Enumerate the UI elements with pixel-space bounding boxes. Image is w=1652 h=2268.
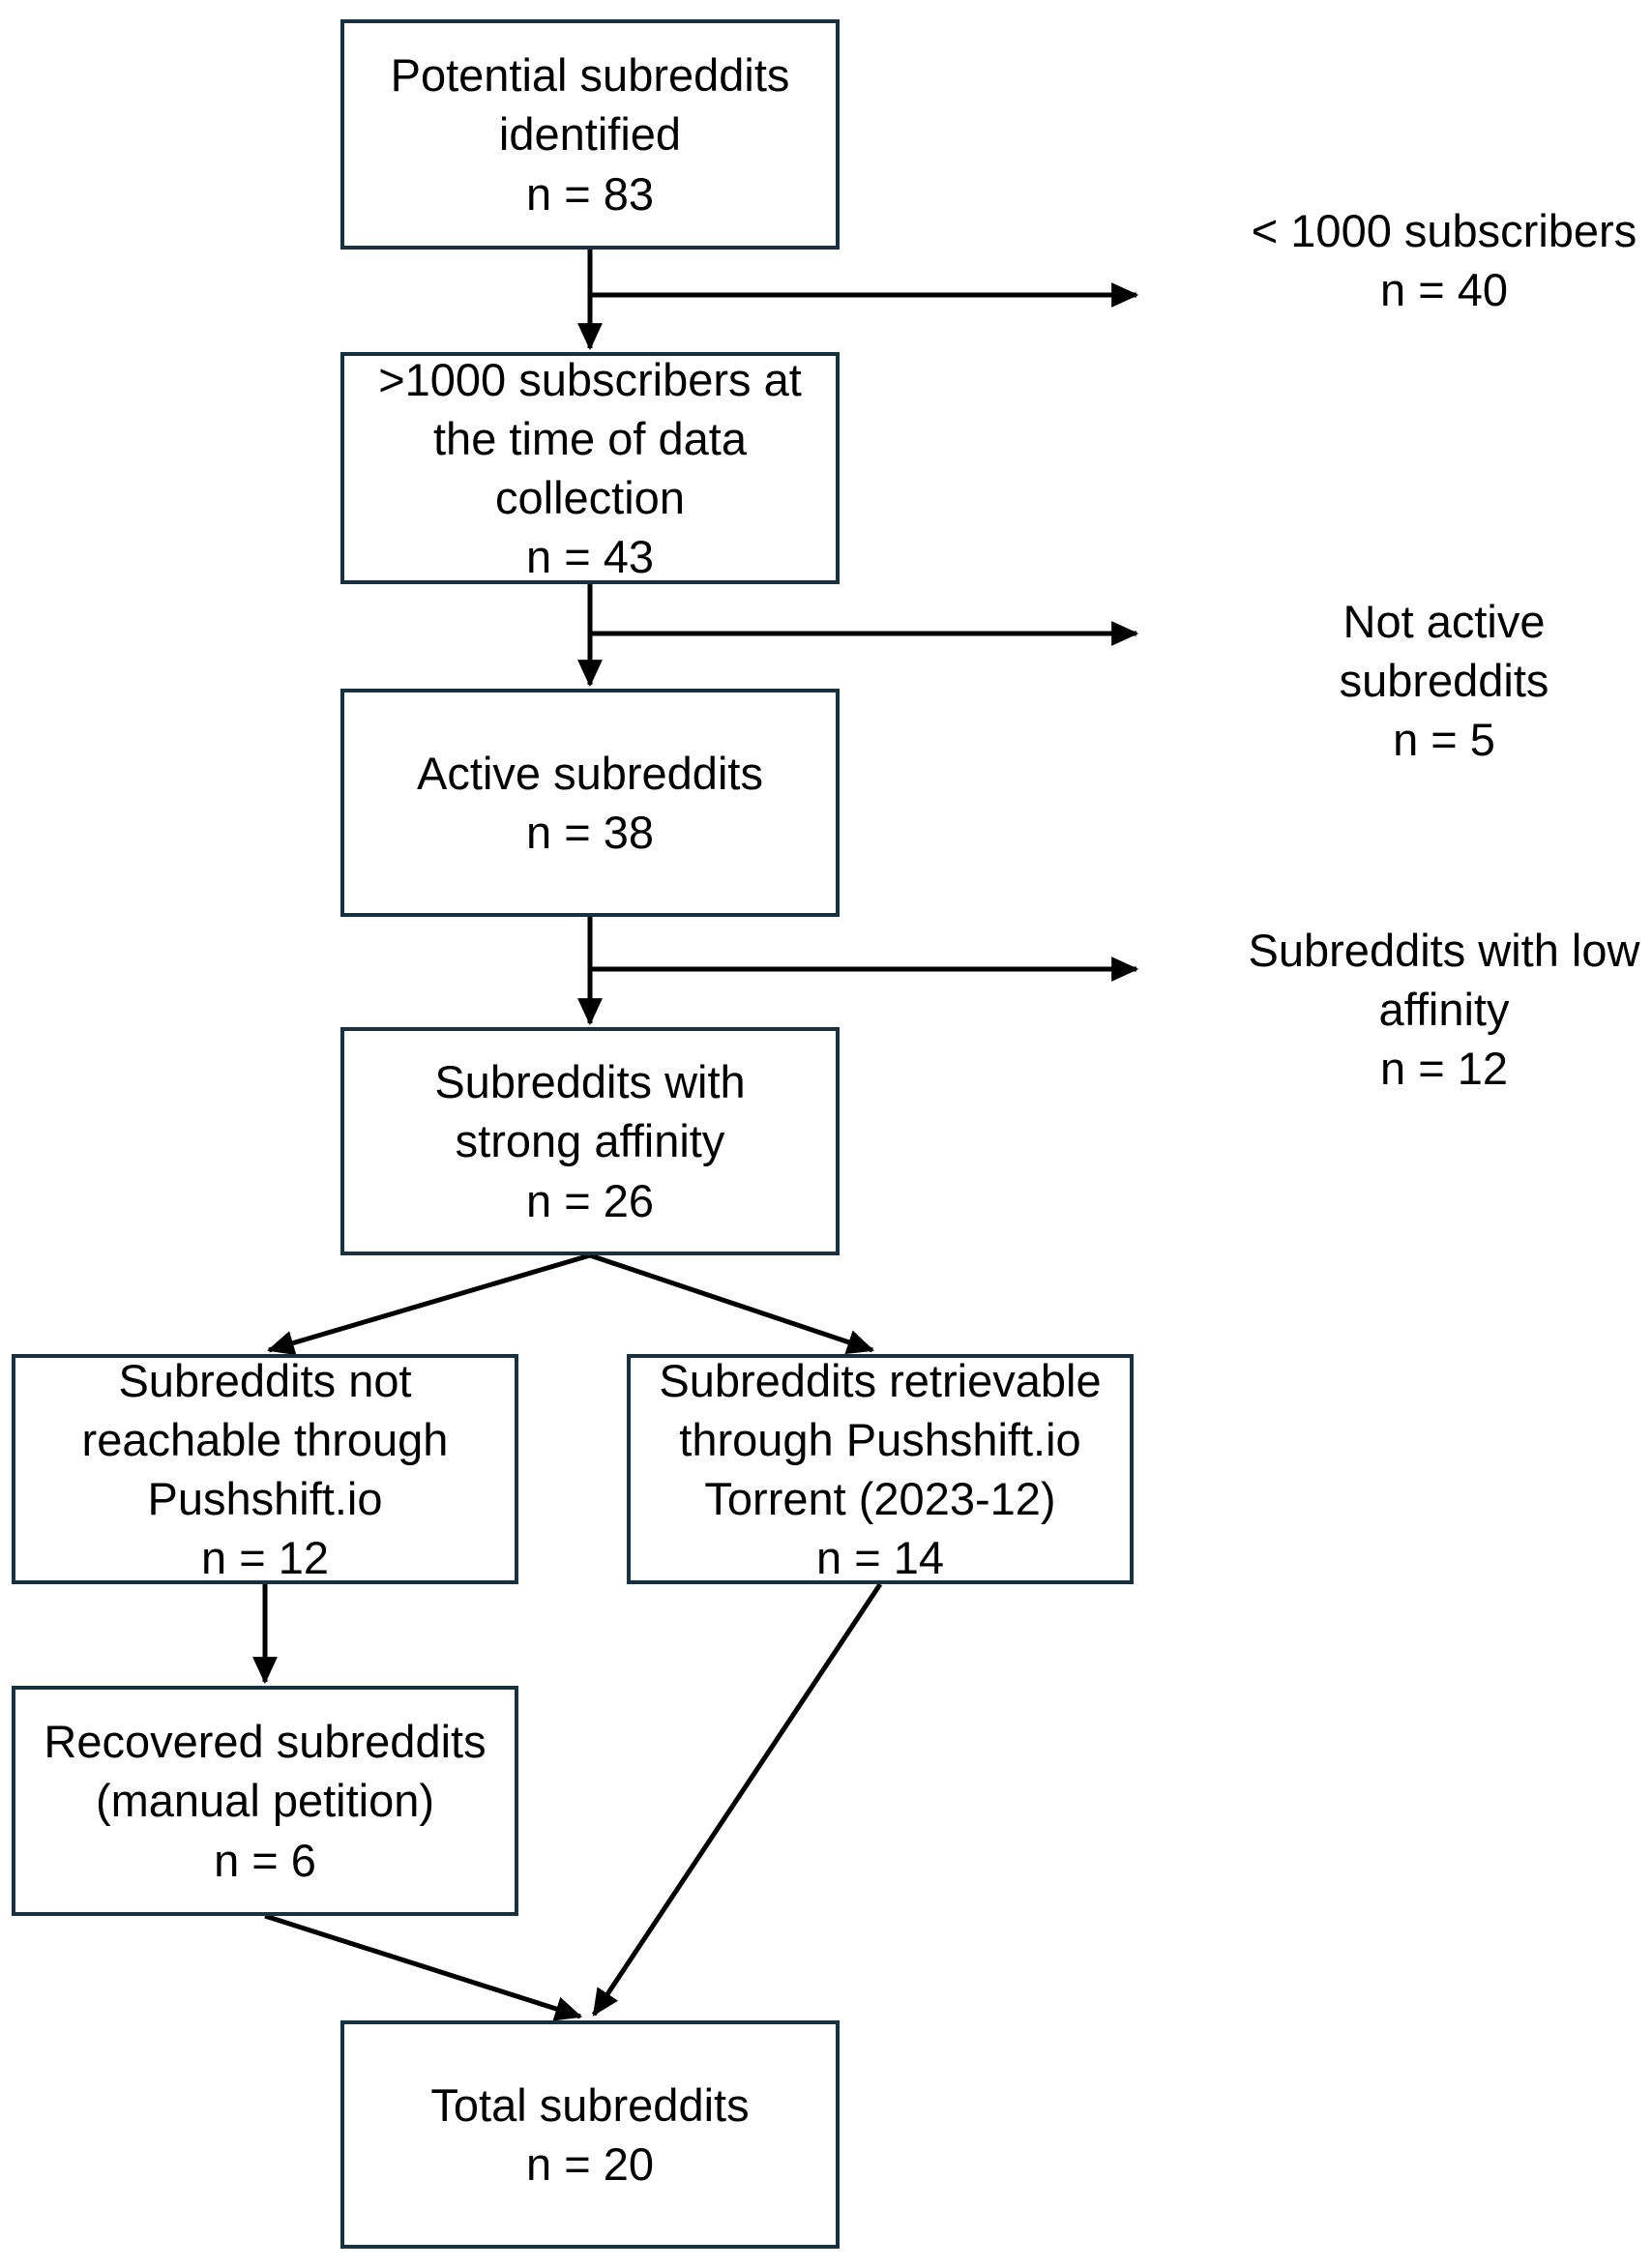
flow-box-retrievable-pushshift-torrent: Subreddits retrievable through Pushshift… — [627, 1354, 1134, 1584]
exclusion-label-low-affinity: Subreddits with low affinity n = 12 — [1248, 925, 1640, 1095]
flow-box-active-subreddits: Active subreddits n = 38 — [340, 689, 840, 917]
flow-box-over-1000-subscribers: >1000 subscribers at the time of data co… — [340, 352, 840, 584]
exclusion-label-not-active-subreddits: Not active subreddits n = 5 — [1339, 596, 1549, 766]
arrow-split-to-retrievable — [589, 1252, 875, 1355]
exclusion-label-under-1000-subscribers: < 1000 subscribers n = 40 — [1251, 205, 1637, 316]
flow-box-total-subreddits: Total subreddits n = 20 — [340, 2020, 840, 2249]
flow-box-not-reachable-pushshift: Subreddits not reachable through Pushshi… — [12, 1354, 518, 1584]
flow-box-strong-affinity: Subreddits with strong affinity n = 26 — [340, 1027, 840, 1255]
arrow-recovered-to-total — [264, 1913, 583, 2021]
arrow-split-to-not-reachable — [266, 1252, 591, 1356]
flow-box-recovered-subreddits: Recovered subreddits (manual petition) n… — [12, 1686, 518, 1916]
flow-box-potential-subreddits: Potential subreddits identified n = 83 — [340, 19, 840, 250]
arrow-retrievable-to-total — [591, 1582, 883, 2017]
